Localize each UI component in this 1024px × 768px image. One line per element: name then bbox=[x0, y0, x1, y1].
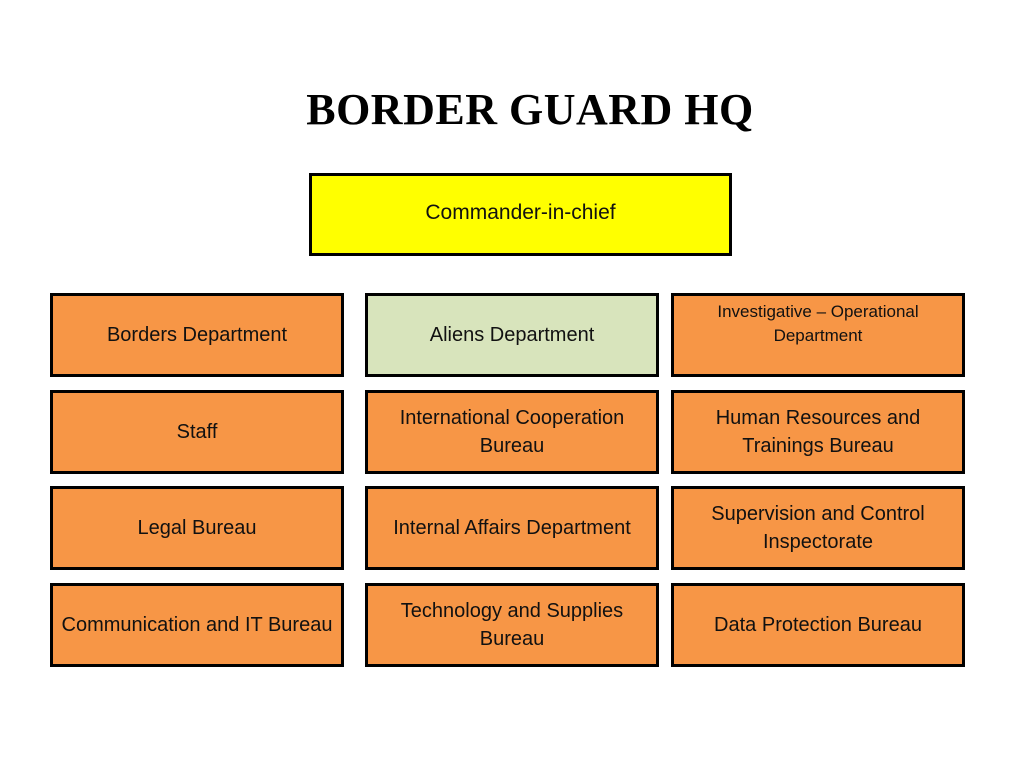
commander-in-chief-box: Commander-in-chief bbox=[309, 173, 732, 256]
communication-it-bureau-box: Communication and IT Bureau bbox=[50, 583, 344, 667]
international-cooperation-bureau-box: International Cooperation Bureau bbox=[365, 390, 659, 474]
supervision-control-inspectorate-box: Supervision and Control Inspectorate bbox=[671, 486, 965, 570]
page-title: BORDER GUARD HQ bbox=[306, 85, 754, 134]
data-protection-bureau-box: Data Protection Bureau bbox=[671, 583, 965, 667]
investigative-operational-department-box: Investigative – Operational Department bbox=[671, 293, 965, 377]
borders-department-box: Borders Department bbox=[50, 293, 344, 377]
legal-bureau-box: Legal Bureau bbox=[50, 486, 344, 570]
staff-box: Staff bbox=[50, 390, 344, 474]
technology-supplies-bureau-box: Technology and Supplies Bureau bbox=[365, 583, 659, 667]
aliens-department-box: Aliens Department bbox=[365, 293, 659, 377]
human-resources-trainings-bureau-box: Human Resources and Trainings Bureau bbox=[671, 390, 965, 474]
internal-affairs-department-box: Internal Affairs Department bbox=[365, 486, 659, 570]
